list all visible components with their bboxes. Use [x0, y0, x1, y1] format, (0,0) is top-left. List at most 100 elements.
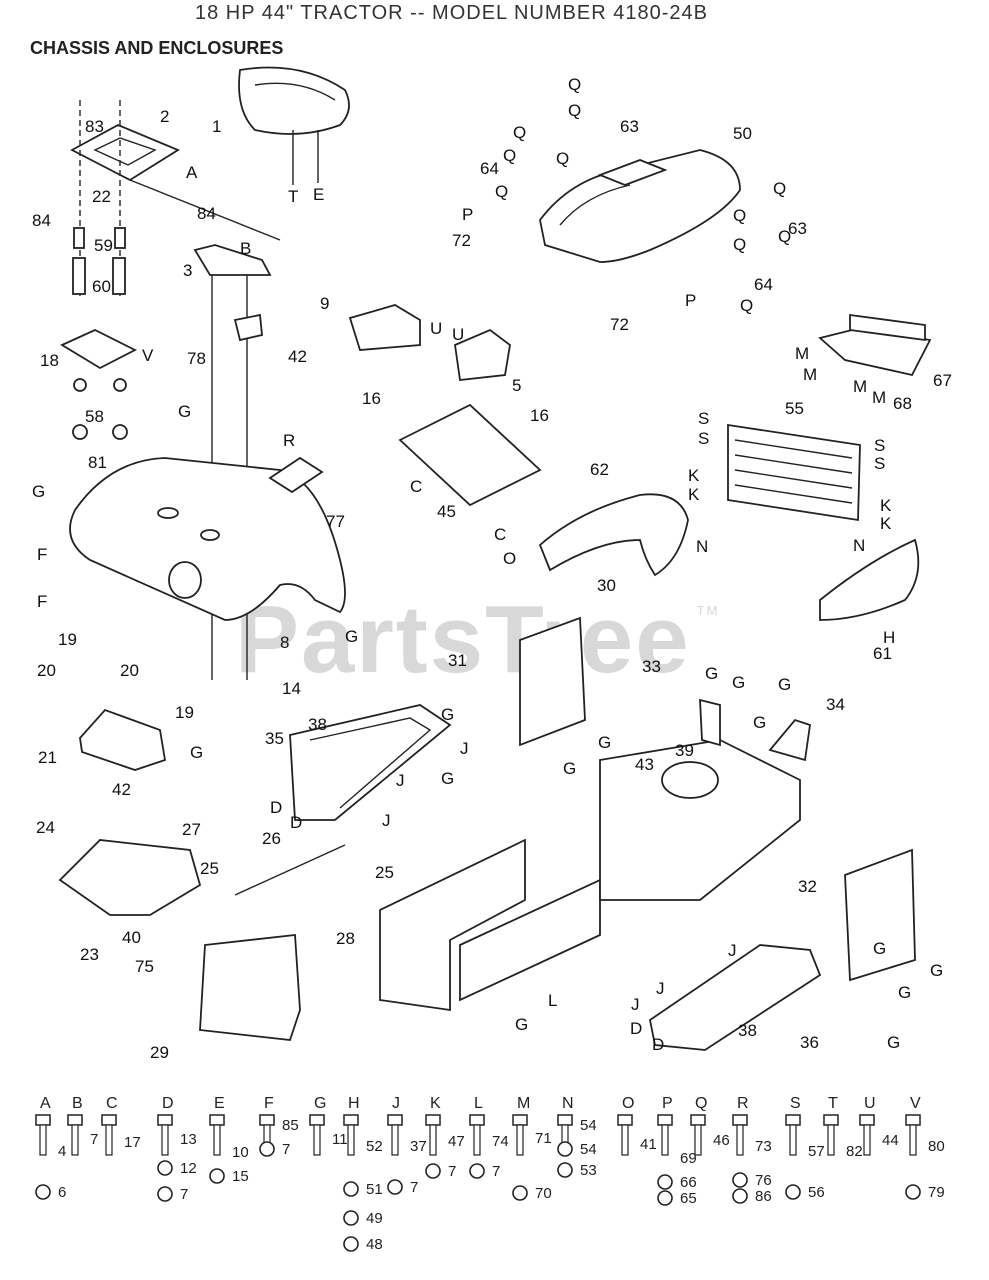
- part-callout[interactable]: L: [548, 991, 558, 1010]
- part-callout[interactable]: G: [345, 627, 359, 646]
- part-callout[interactable]: Q: [495, 182, 509, 201]
- part-callout[interactable]: Q: [733, 235, 747, 254]
- side-panel-62[interactable]: [538, 493, 689, 577]
- part-callout[interactable]: P: [462, 205, 474, 224]
- rear-fender[interactable]: [69, 457, 346, 621]
- part-callout[interactable]: T: [288, 187, 299, 206]
- seat-pan-plate[interactable]: [70, 124, 281, 241]
- dash-panel-30[interactable]: [519, 616, 586, 747]
- hardware-part-number[interactable]: 57: [808, 1143, 825, 1160]
- part-callout[interactable]: 16: [530, 406, 549, 425]
- part-callout[interactable]: S: [874, 454, 886, 473]
- part-callout[interactable]: 18: [40, 351, 59, 370]
- hardware-part-number[interactable]: 6: [58, 1184, 67, 1201]
- part-callout[interactable]: M: [795, 344, 810, 363]
- part-callout[interactable]: G: [441, 769, 455, 788]
- hardware-part-number[interactable]: 53: [580, 1162, 597, 1179]
- part-callout[interactable]: 59: [94, 236, 113, 255]
- part-callout[interactable]: K: [688, 466, 700, 485]
- hardware-part-number[interactable]: 17: [124, 1134, 141, 1151]
- part-callout[interactable]: O: [503, 549, 517, 568]
- part-callout[interactable]: 34: [826, 695, 845, 714]
- part-callout[interactable]: A: [186, 163, 198, 182]
- part-callout[interactable]: M: [803, 365, 818, 384]
- footrest-plate-45[interactable]: [398, 403, 542, 507]
- hardware-part-number[interactable]: 48: [366, 1236, 383, 1253]
- part-callout[interactable]: Q: [773, 179, 787, 198]
- part-callout[interactable]: 61: [873, 644, 892, 663]
- part-callout[interactable]: 20: [120, 661, 139, 680]
- part-callout[interactable]: 35: [265, 729, 284, 748]
- hardware-part-number[interactable]: 10: [232, 1144, 249, 1161]
- part-callout[interactable]: 63: [788, 219, 807, 238]
- part-callout[interactable]: 75: [135, 957, 154, 976]
- hardware-part-number[interactable]: 41: [640, 1136, 657, 1153]
- main-frame-28[interactable]: [379, 739, 801, 1012]
- hardware-part-number[interactable]: 69: [680, 1150, 697, 1167]
- part-callout[interactable]: 3: [183, 261, 193, 280]
- part-callout[interactable]: 9: [320, 294, 330, 313]
- hardware-part-number[interactable]: 44: [882, 1132, 899, 1149]
- part-callout[interactable]: 63: [620, 117, 639, 136]
- part-callout[interactable]: D: [290, 813, 303, 832]
- part-callout[interactable]: 2: [160, 107, 170, 126]
- part-callout[interactable]: 77: [326, 512, 345, 531]
- part-callout[interactable]: 58: [85, 407, 104, 426]
- side-plate-32[interactable]: [844, 848, 916, 982]
- hardware-part-number[interactable]: 80: [928, 1138, 945, 1155]
- hardware-part-number[interactable]: 37: [410, 1138, 427, 1155]
- hardware-part-number[interactable]: 12: [180, 1160, 197, 1177]
- hardware-part-number[interactable]: 76: [755, 1172, 772, 1189]
- part-callout[interactable]: 84: [197, 204, 216, 223]
- rear-bumper-23[interactable]: [58, 839, 202, 916]
- hood[interactable]: [539, 149, 741, 263]
- part-callout[interactable]: 42: [288, 347, 307, 366]
- part-callout[interactable]: 16: [362, 389, 381, 408]
- part-callout[interactable]: N: [696, 537, 709, 556]
- seat-spring-stack[interactable]: [72, 100, 126, 300]
- part-callout[interactable]: M: [853, 377, 868, 396]
- part-callout[interactable]: G: [563, 759, 577, 778]
- part-callout[interactable]: 20: [37, 661, 56, 680]
- part-callout[interactable]: G: [598, 733, 612, 752]
- part-callout[interactable]: N: [853, 536, 866, 555]
- hardware-part-number[interactable]: 74: [492, 1133, 509, 1150]
- part-callout[interactable]: 62: [590, 460, 609, 479]
- part-callout[interactable]: F: [37, 545, 48, 564]
- part-callout[interactable]: 30: [597, 576, 616, 595]
- hardware-part-number[interactable]: 66: [680, 1174, 697, 1191]
- part-callout[interactable]: 31: [448, 651, 467, 670]
- hardware-part-number[interactable]: 7: [180, 1186, 189, 1203]
- hardware-part-number[interactable]: 49: [366, 1210, 383, 1227]
- hardware-part-number[interactable]: 86: [755, 1188, 772, 1205]
- part-callout[interactable]: G: [753, 713, 767, 732]
- hardware-part-number[interactable]: 7: [492, 1163, 501, 1180]
- footrest-35[interactable]: [289, 704, 452, 821]
- part-callout[interactable]: K: [880, 496, 892, 515]
- bracket-34[interactable]: [768, 718, 811, 762]
- part-callout[interactable]: P: [685, 291, 697, 310]
- hardware-part-number[interactable]: 7: [410, 1179, 419, 1196]
- bracket-9[interactable]: [348, 304, 421, 351]
- part-callout[interactable]: S: [698, 429, 710, 448]
- fender-bracket-77[interactable]: [268, 456, 324, 494]
- part-callout[interactable]: H: [883, 628, 896, 647]
- part-callout[interactable]: 33: [642, 657, 661, 676]
- part-callout[interactable]: J: [396, 771, 405, 790]
- part-callout[interactable]: Q: [568, 101, 582, 120]
- part-callout[interactable]: 29: [150, 1043, 169, 1062]
- part-callout[interactable]: S: [874, 436, 886, 455]
- bracket-39[interactable]: [699, 698, 721, 747]
- rear-bracket-21[interactable]: [79, 708, 167, 771]
- hardware-part-number[interactable]: 85: [282, 1117, 299, 1134]
- part-callout[interactable]: 14: [282, 679, 301, 698]
- part-callout[interactable]: K: [880, 514, 892, 533]
- part-callout[interactable]: 22: [92, 187, 111, 206]
- part-callout[interactable]: Q: [503, 146, 517, 165]
- part-callout[interactable]: 19: [58, 630, 77, 649]
- part-callout[interactable]: 68: [893, 394, 912, 413]
- hardware-part-number[interactable]: 65: [680, 1190, 697, 1207]
- part-callout[interactable]: 64: [480, 159, 499, 178]
- part-callout[interactable]: 50: [733, 124, 752, 143]
- hardware-part-number[interactable]: 13: [180, 1131, 197, 1148]
